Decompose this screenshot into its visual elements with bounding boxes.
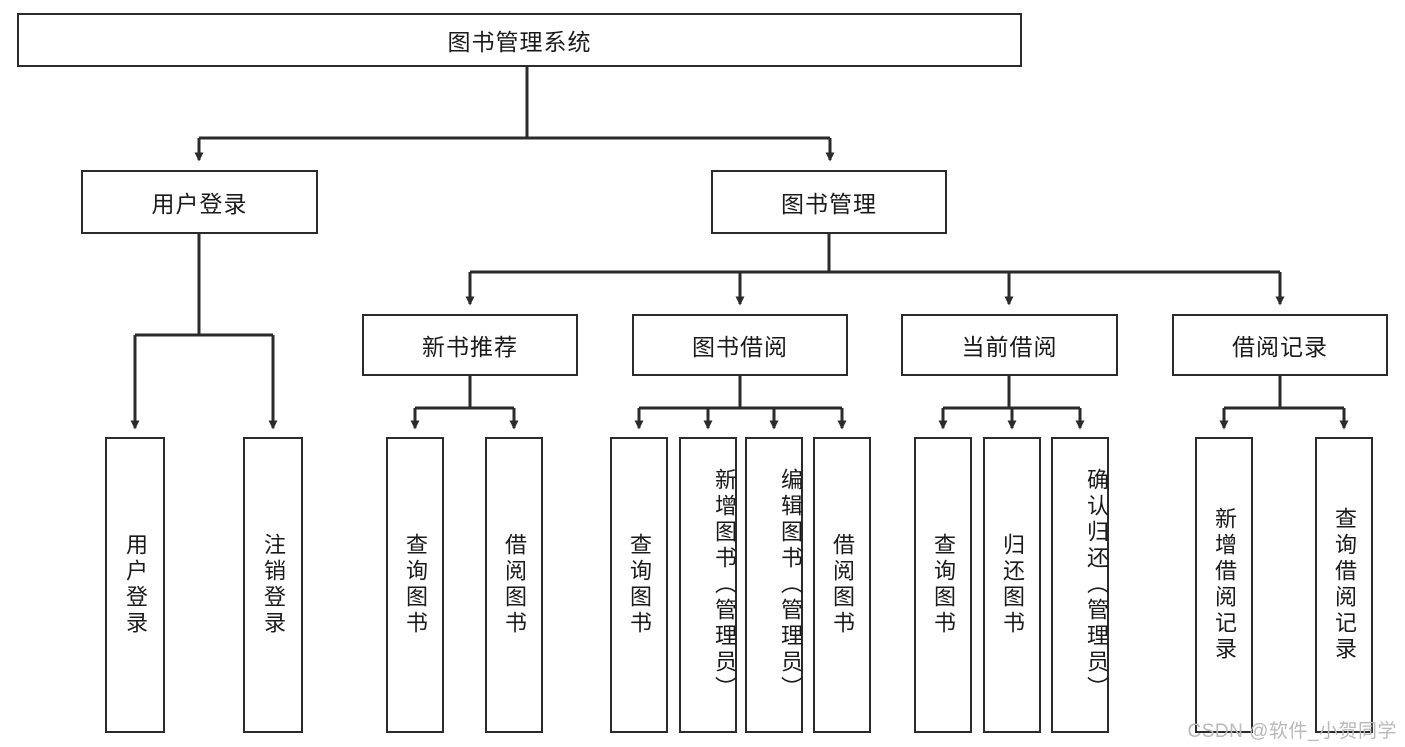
node-leaf-borrow-book-2-label: 借阅图书 — [830, 533, 855, 637]
node-leaf-add-record-label: 新增借阅记录 — [1212, 507, 1237, 663]
node-leaf-confirm-return[interactable]: 确认归还（管理员） — [1051, 437, 1109, 733]
node-leaf-confirm-return-label: 确认归还（管理员） — [1084, 468, 1109, 702]
node-borrow-records-label: 借阅记录 — [1232, 334, 1328, 360]
node-leaf-user-login-label: 用户登录 — [123, 533, 148, 637]
node-user-login[interactable]: 用户登录 — [81, 170, 318, 234]
node-book-borrow[interactable]: 图书借阅 — [632, 314, 848, 376]
node-leaf-add-book[interactable]: 新增图书（管理员） — [679, 437, 737, 733]
node-new-book-recommend-label: 新书推荐 — [422, 334, 518, 360]
node-leaf-borrow-book-1[interactable]: 借阅图书 — [485, 437, 543, 733]
node-leaf-logout[interactable]: 注销登录 — [243, 437, 303, 733]
node-leaf-query-book-3-label: 查询图书 — [931, 533, 956, 637]
node-new-book-recommend[interactable]: 新书推荐 — [362, 314, 578, 376]
node-leaf-query-book-3[interactable]: 查询图书 — [914, 437, 972, 733]
node-leaf-return-book-label: 归还图书 — [1000, 533, 1025, 637]
node-book-borrow-label: 图书借阅 — [692, 334, 788, 360]
node-leaf-query-book-1[interactable]: 查询图书 — [386, 437, 444, 733]
node-leaf-borrow-book-2[interactable]: 借阅图书 — [813, 437, 871, 733]
node-leaf-query-record-label: 查询借阅记录 — [1332, 507, 1357, 663]
node-book-management-label: 图书管理 — [781, 191, 877, 217]
node-leaf-query-record[interactable]: 查询借阅记录 — [1315, 437, 1373, 733]
node-book-management[interactable]: 图书管理 — [711, 170, 947, 234]
node-leaf-user-login[interactable]: 用户登录 — [105, 437, 165, 733]
node-borrow-records[interactable]: 借阅记录 — [1172, 314, 1388, 376]
node-current-borrow[interactable]: 当前借阅 — [901, 314, 1118, 376]
node-leaf-return-book[interactable]: 归还图书 — [983, 437, 1041, 733]
edge-newbook-to-leaves — [410, 376, 519, 430]
edge-bookmgmt-to-level3 — [465, 234, 1285, 306]
node-leaf-add-book-label: 新增图书（管理员） — [712, 468, 737, 702]
node-leaf-query-book-2[interactable]: 查询图书 — [610, 437, 668, 733]
edge-bookborrow-to-leaves — [634, 376, 847, 430]
node-leaf-add-record[interactable]: 新增借阅记录 — [1195, 437, 1253, 733]
node-leaf-query-book-2-label: 查询图书 — [627, 533, 652, 637]
edge-records-to-leaves — [1219, 376, 1349, 430]
node-leaf-edit-book-label: 编辑图书（管理员） — [778, 468, 803, 702]
edge-root-to-level2 — [194, 67, 835, 162]
node-leaf-edit-book[interactable]: 编辑图书（管理员） — [745, 437, 803, 733]
node-leaf-borrow-book-1-label: 借阅图书 — [502, 533, 527, 637]
node-root-label: 图书管理系统 — [447, 29, 592, 55]
csdn-watermark: CSDN @软件_小贺同学 — [1187, 721, 1397, 742]
edge-userlogin-to-leaves — [130, 234, 278, 430]
node-current-borrow-label: 当前借阅 — [961, 334, 1058, 360]
edge-currentborrow-to-leaves — [938, 376, 1085, 430]
node-leaf-logout-label: 注销登录 — [261, 533, 286, 637]
node-root[interactable]: 图书管理系统 — [17, 13, 1022, 67]
node-user-login-label: 用户登录 — [151, 191, 248, 217]
node-leaf-query-book-1-label: 查询图书 — [403, 533, 428, 637]
